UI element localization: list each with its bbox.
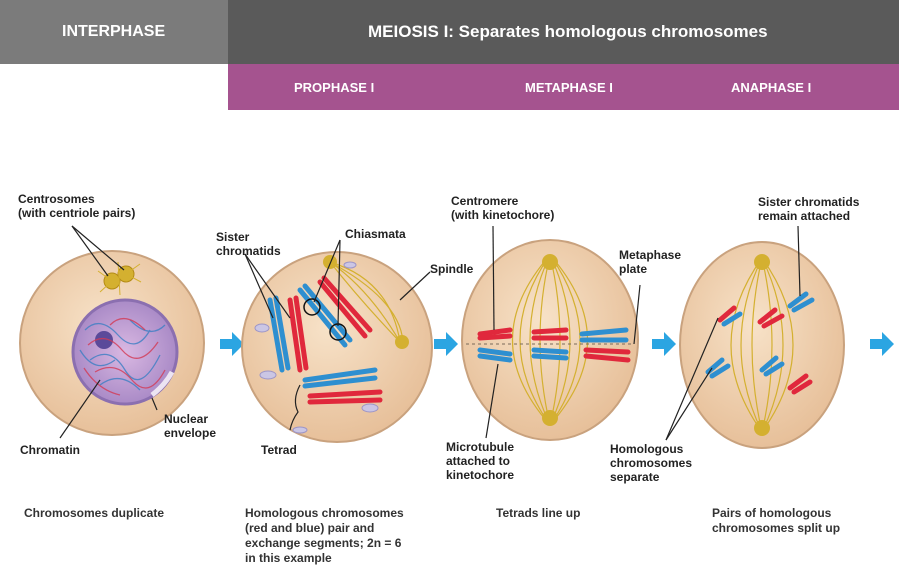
metaphase-plate-label: Metaphase plate	[619, 248, 681, 276]
sister-chromatids-label: Sister chromatids	[216, 230, 281, 258]
chromatin-label: Chromatin	[20, 443, 80, 457]
prophase-cell	[242, 240, 432, 442]
metaphase-cell	[462, 226, 640, 440]
arrow-right-icon	[652, 332, 676, 356]
centrosomes-label: Centrosomes (with centriole pairs)	[18, 192, 135, 220]
caption-interphase: Chromosomes duplicate	[24, 506, 164, 521]
microtubule-label: Microtubule attached to kinetochore	[446, 440, 514, 482]
arrow-right-icon	[434, 332, 458, 356]
sister-attached-label: Sister chromatids remain attached	[758, 195, 859, 223]
nuclear-envelope-label: Nuclear envelope	[164, 412, 216, 440]
homologous-separate-label: Homologous chromosomes separate	[610, 442, 692, 484]
anaphase-cell	[666, 226, 844, 448]
caption-metaphase: Tetrads line up	[496, 506, 580, 521]
tetrad-label: Tetrad	[261, 443, 297, 457]
arrow-right-icon	[220, 332, 244, 356]
caption-prophase: Homologous chromosomes (red and blue) pa…	[245, 506, 404, 566]
caption-anaphase: Pairs of homologous chromosomes split up	[712, 506, 840, 536]
chiasmata-label: Chiasmata	[345, 227, 406, 241]
centromere-label: Centromere (with kinetochore)	[451, 194, 554, 222]
arrow-right-icon	[870, 332, 894, 356]
interphase-cell	[20, 226, 204, 438]
spindle-label: Spindle	[430, 262, 473, 276]
